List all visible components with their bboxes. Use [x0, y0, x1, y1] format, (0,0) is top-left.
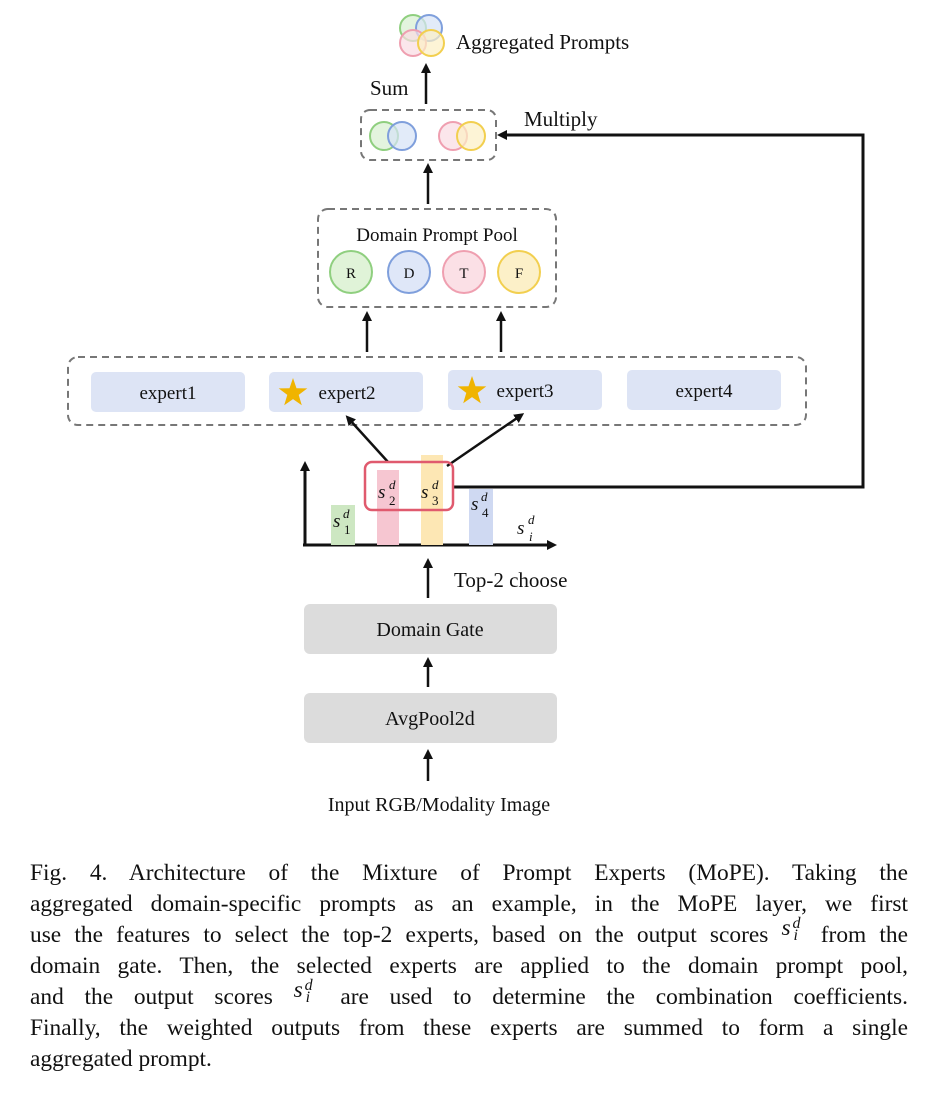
- top2-choose-label: Top-2 choose: [454, 568, 567, 592]
- expert1-label: expert1: [140, 383, 197, 404]
- score-bar-3: [421, 455, 443, 545]
- score-label-2: s d 2: [378, 477, 396, 508]
- score-3-sup: d: [432, 477, 439, 492]
- prompt-d-label: D: [404, 266, 415, 282]
- prompt-f-label: F: [515, 266, 523, 282]
- caption-line-6: Finally, the weighted outputs from these…: [30, 1015, 908, 1041]
- prompt-d: D: [387, 250, 431, 294]
- input-label: Input RGB/Modality Image: [328, 794, 550, 816]
- caption-line-3: use the features to select the top-2 exp…: [30, 915, 908, 951]
- score-label-4: s d 4: [471, 489, 489, 520]
- caption-line-1: Fig. 4. Architecture of the Mixture of P…: [30, 860, 908, 886]
- expert2-label: expert2: [319, 383, 376, 404]
- axis-label-base: s: [517, 518, 524, 539]
- expert3-label: expert3: [497, 381, 554, 402]
- prompt-f: F: [497, 250, 541, 294]
- expert4-label: expert4: [676, 381, 733, 402]
- prompt-t: T: [442, 250, 486, 294]
- expert2-box: expert2: [269, 372, 423, 412]
- axis-label-sub: i: [529, 529, 533, 544]
- score-3-sub: 3: [432, 493, 439, 508]
- score-1-sub: 1: [344, 522, 351, 537]
- axis-label: s d i: [517, 512, 535, 544]
- score-label-1: s d 1: [333, 506, 351, 537]
- score-3-base: s: [421, 482, 428, 503]
- prompt-r-label: R: [346, 266, 356, 282]
- select-expert3-arrow: [446, 413, 525, 468]
- expert3-box: expert3: [448, 370, 602, 410]
- prompt-t-label: T: [459, 266, 468, 282]
- star-icon: [457, 376, 487, 404]
- caption-line-3a: use the features to select the top-2 exp…: [30, 922, 769, 948]
- domain-gate-label: Domain Gate: [376, 619, 483, 641]
- score-4-sub: 4: [482, 505, 489, 520]
- score-bar-2: [377, 470, 399, 545]
- score-2-sub: 2: [389, 493, 396, 508]
- figure-caption: Fig. 4. Architecture of the Mixture of P…: [30, 858, 908, 1075]
- caption-line-3b: from the: [820, 922, 908, 948]
- caption-line-5b: are used to determine the combination co…: [340, 984, 908, 1010]
- prompt-r: R: [329, 250, 373, 294]
- axis-label-sup: d: [528, 512, 535, 527]
- score-1-sup: d: [343, 506, 350, 521]
- star-icon: [278, 378, 308, 406]
- caption-line-7: aggregated prompt.: [30, 1046, 212, 1072]
- avgpool-box: [304, 693, 557, 743]
- select-expert2-arrow: [345, 415, 389, 463]
- multiply-label: Multiply: [524, 107, 598, 131]
- score-2-sup: d: [389, 477, 396, 492]
- mope-diagram: Aggregated Prompts Sum Multiply Domain P…: [67, 14, 865, 816]
- score-bar-1: [331, 505, 355, 545]
- domain-prompt-pool-title: Domain Prompt Pool: [356, 225, 518, 246]
- domain-gate-box: [304, 604, 557, 654]
- experts-container: [67, 356, 807, 426]
- caption-line-2: aggregated domain-specific prompts as an…: [30, 891, 908, 917]
- domain-prompt-pool-box: [317, 208, 557, 308]
- expert4-box: expert4: [627, 370, 781, 410]
- score-bar-4: [469, 489, 493, 545]
- sum-label: Sum: [370, 76, 409, 100]
- aggregated-prompts-label: Aggregated Prompts: [456, 30, 629, 54]
- top2-highlight: [363, 460, 455, 512]
- score-4-base: s: [471, 494, 478, 515]
- aggregated-prompts-icon: [399, 14, 445, 57]
- multiply-feedback-arrow: [453, 130, 865, 489]
- expert1-box: expert1: [91, 372, 245, 412]
- multiply-box: [360, 109, 497, 161]
- avgpool-label: AvgPool2d: [385, 708, 475, 730]
- score-1-base: s: [333, 511, 340, 532]
- caption-line-4: domain gate. Then, the selected experts …: [30, 953, 908, 979]
- weighted-prompts-icon: [369, 121, 486, 151]
- score-label-3: s d 3: [421, 477, 439, 508]
- score-2-base: s: [378, 482, 385, 503]
- caption-line-5a: and the output scores: [30, 984, 273, 1010]
- score-4-sup: d: [481, 489, 488, 504]
